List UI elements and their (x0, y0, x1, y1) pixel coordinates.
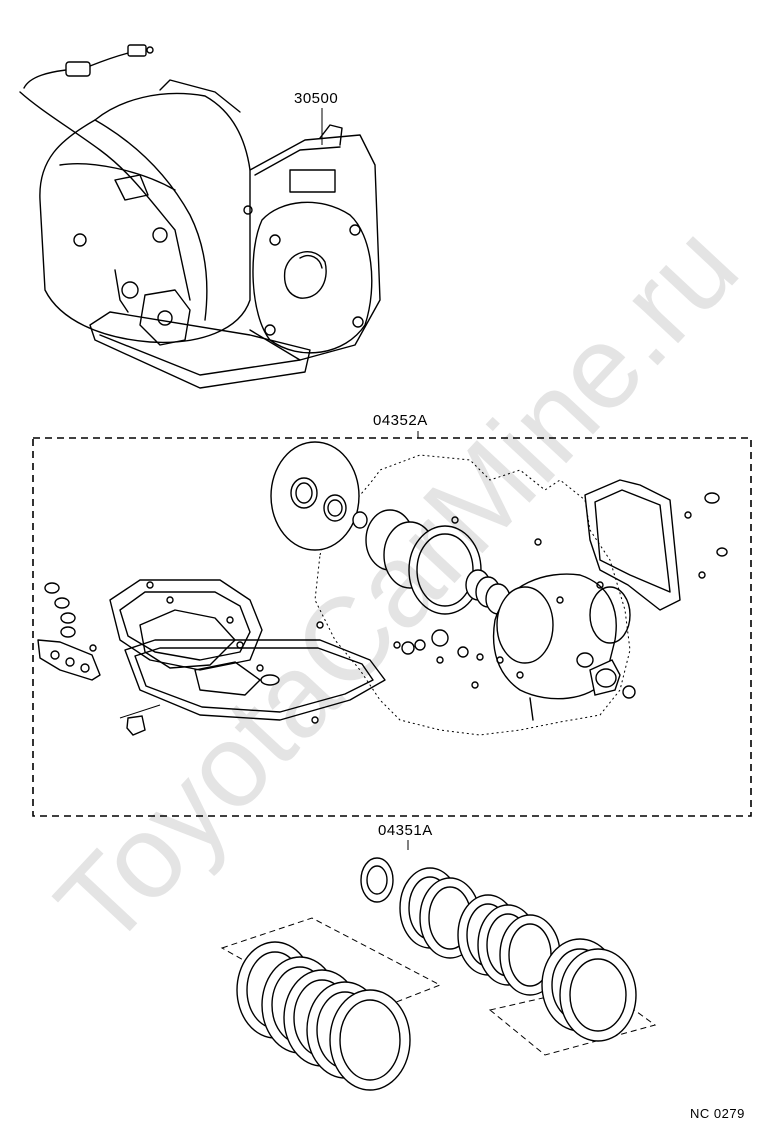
clutch-discs-middle (399, 867, 561, 996)
oil-pan-gasket-right (584, 479, 728, 611)
lower-pan-gasket (124, 621, 386, 724)
part-label-04351A: 04351A (378, 822, 433, 839)
transaxle-assembly-illustration (19, 44, 381, 389)
part-label-30500: 30500 (294, 90, 339, 107)
seal-stack-upper (270, 441, 511, 615)
rear-cover-gasket (492, 573, 636, 700)
clutch-discs-left (236, 941, 411, 1091)
left-seals (37, 582, 161, 736)
small-o-rings (393, 516, 542, 721)
footer-code: NC 0279 (690, 1106, 745, 1121)
snap-ring (360, 857, 394, 903)
part-label-04352A: 04352A (373, 412, 428, 429)
gasket-kit-boundary (32, 437, 752, 817)
clutch-discs-right (541, 938, 637, 1042)
